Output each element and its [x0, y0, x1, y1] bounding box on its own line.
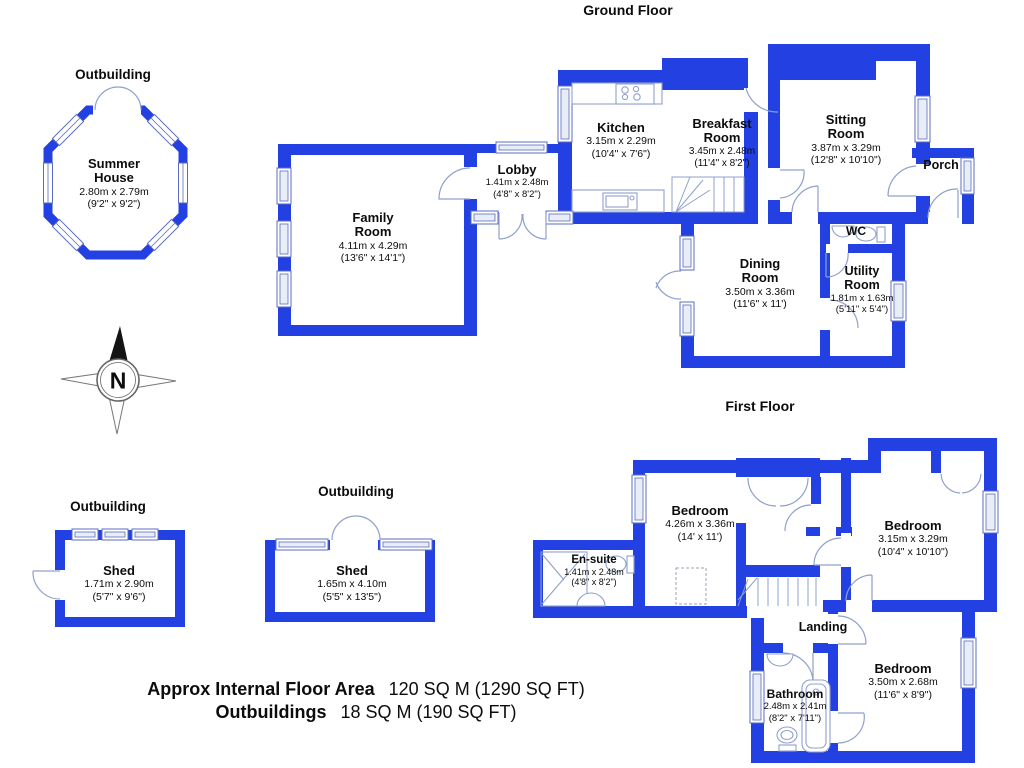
room-label-shed-long: Shed 1.65m x 4.10m (5'5" x 13'5")	[317, 563, 387, 603]
room-label-summer-house: Summer House 2.80m x 2.79m (9'2" x 9'2")	[79, 156, 149, 211]
room-label-bedroom-3: Bedroom 3.50m x 2.68m (11'6" x 8'9")	[868, 661, 938, 701]
stairs-ground	[671, 176, 745, 213]
kitchen-sink-icon	[602, 192, 638, 211]
window	[470, 210, 499, 225]
bathtub-icon	[801, 679, 831, 753]
room-label-bedroom-1: Bedroom 4.26m x 3.36m (14' x 11')	[665, 503, 735, 543]
ensuite-toilet-icon	[605, 555, 635, 574]
shed-small-door	[32, 570, 61, 600]
room-label-kitchen: Kitchen 3.15m x 2.29m (10'4" x 7'6")	[586, 120, 656, 160]
room-label-bedroom-2: Bedroom 3.15m x 3.29m (10'4" x 10'10")	[877, 518, 949, 558]
room-label-breakfast-room: Breakfast Room 3.45m x 2.48m (11'4" x 8'…	[688, 116, 756, 169]
window	[890, 280, 907, 322]
stairs-first	[737, 577, 817, 607]
room-label-shed-small: Shed 1.71m x 2.90m (5'7" x 9'6")	[84, 563, 154, 603]
compass-icon	[60, 326, 177, 435]
room-label-bathroom: Bathroom 2.48m x 2.41m (8'2" x 7'11")	[763, 687, 827, 724]
window	[960, 637, 977, 689]
window	[557, 85, 573, 143]
wardrobe-outline	[675, 567, 707, 605]
window	[914, 95, 931, 143]
room-label-sitting-room: Sitting Room 3.87m x 3.29m (12'8" x 10'1…	[810, 112, 882, 167]
room-label-wc: WC	[846, 224, 866, 238]
wc-fixtures	[831, 225, 886, 243]
shower-icon	[540, 551, 588, 607]
bathroom-fixtures	[766, 653, 831, 753]
shed-small-plan	[32, 528, 185, 627]
room-label-en-suite: En-suite 1.41m x 2.48m (4'8" x 8'2")	[564, 554, 624, 588]
room-label-landing: Landing	[798, 620, 848, 634]
summer-house-doors	[94, 86, 142, 111]
window	[631, 474, 647, 524]
outbuilding-caption-shed-long: Outbuilding	[318, 484, 394, 499]
window	[749, 670, 765, 724]
kitchen-counter	[571, 82, 665, 213]
first-floor-title: First Floor	[725, 398, 795, 414]
window	[71, 528, 99, 541]
door-arcs	[438, 87, 982, 744]
room-label-utility-room: Utility Room 1.81m x 1.63m (5'11" x 5'4"…	[830, 264, 894, 315]
shed-long-doors	[331, 515, 381, 541]
room-label-porch: Porch	[923, 158, 959, 172]
window	[960, 157, 975, 195]
window	[379, 538, 433, 551]
window	[679, 235, 695, 271]
ensuite-fixtures	[540, 551, 707, 607]
room-label-family-room: Family Room 4.11m x 4.29m (13'6" x 14'1"…	[338, 210, 408, 265]
window	[275, 538, 329, 551]
room-label-dining-room: Dining Room 3.50m x 3.36m (11'6" x 11')	[725, 256, 795, 311]
outbuilding-caption-summer-house: Outbuilding	[75, 67, 151, 82]
summer-house-plan	[43, 86, 188, 260]
shed-long-plan	[265, 515, 435, 622]
compass-north-label: N	[109, 367, 127, 394]
wc-sink-icon	[831, 225, 855, 238]
window	[276, 220, 292, 258]
outbuilding-caption-shed-small: Outbuilding	[70, 499, 146, 514]
ensuite-sink-icon	[576, 592, 606, 607]
window	[495, 141, 548, 154]
ground-floor-title: Ground Floor	[583, 2, 673, 18]
wc-toilet-icon	[855, 226, 886, 243]
bathroom-toilet-icon	[776, 726, 798, 752]
room-label-lobby: Lobby 1.41m x 2.48m (4'8" x 8'2")	[485, 162, 549, 200]
windows	[276, 85, 999, 724]
bathroom-sink-icon	[766, 653, 794, 667]
window	[545, 210, 574, 225]
window	[276, 167, 292, 205]
window	[276, 270, 292, 308]
window	[982, 490, 999, 534]
window	[679, 301, 695, 337]
stove-icon	[615, 83, 655, 105]
window	[131, 528, 159, 541]
window	[101, 528, 129, 541]
